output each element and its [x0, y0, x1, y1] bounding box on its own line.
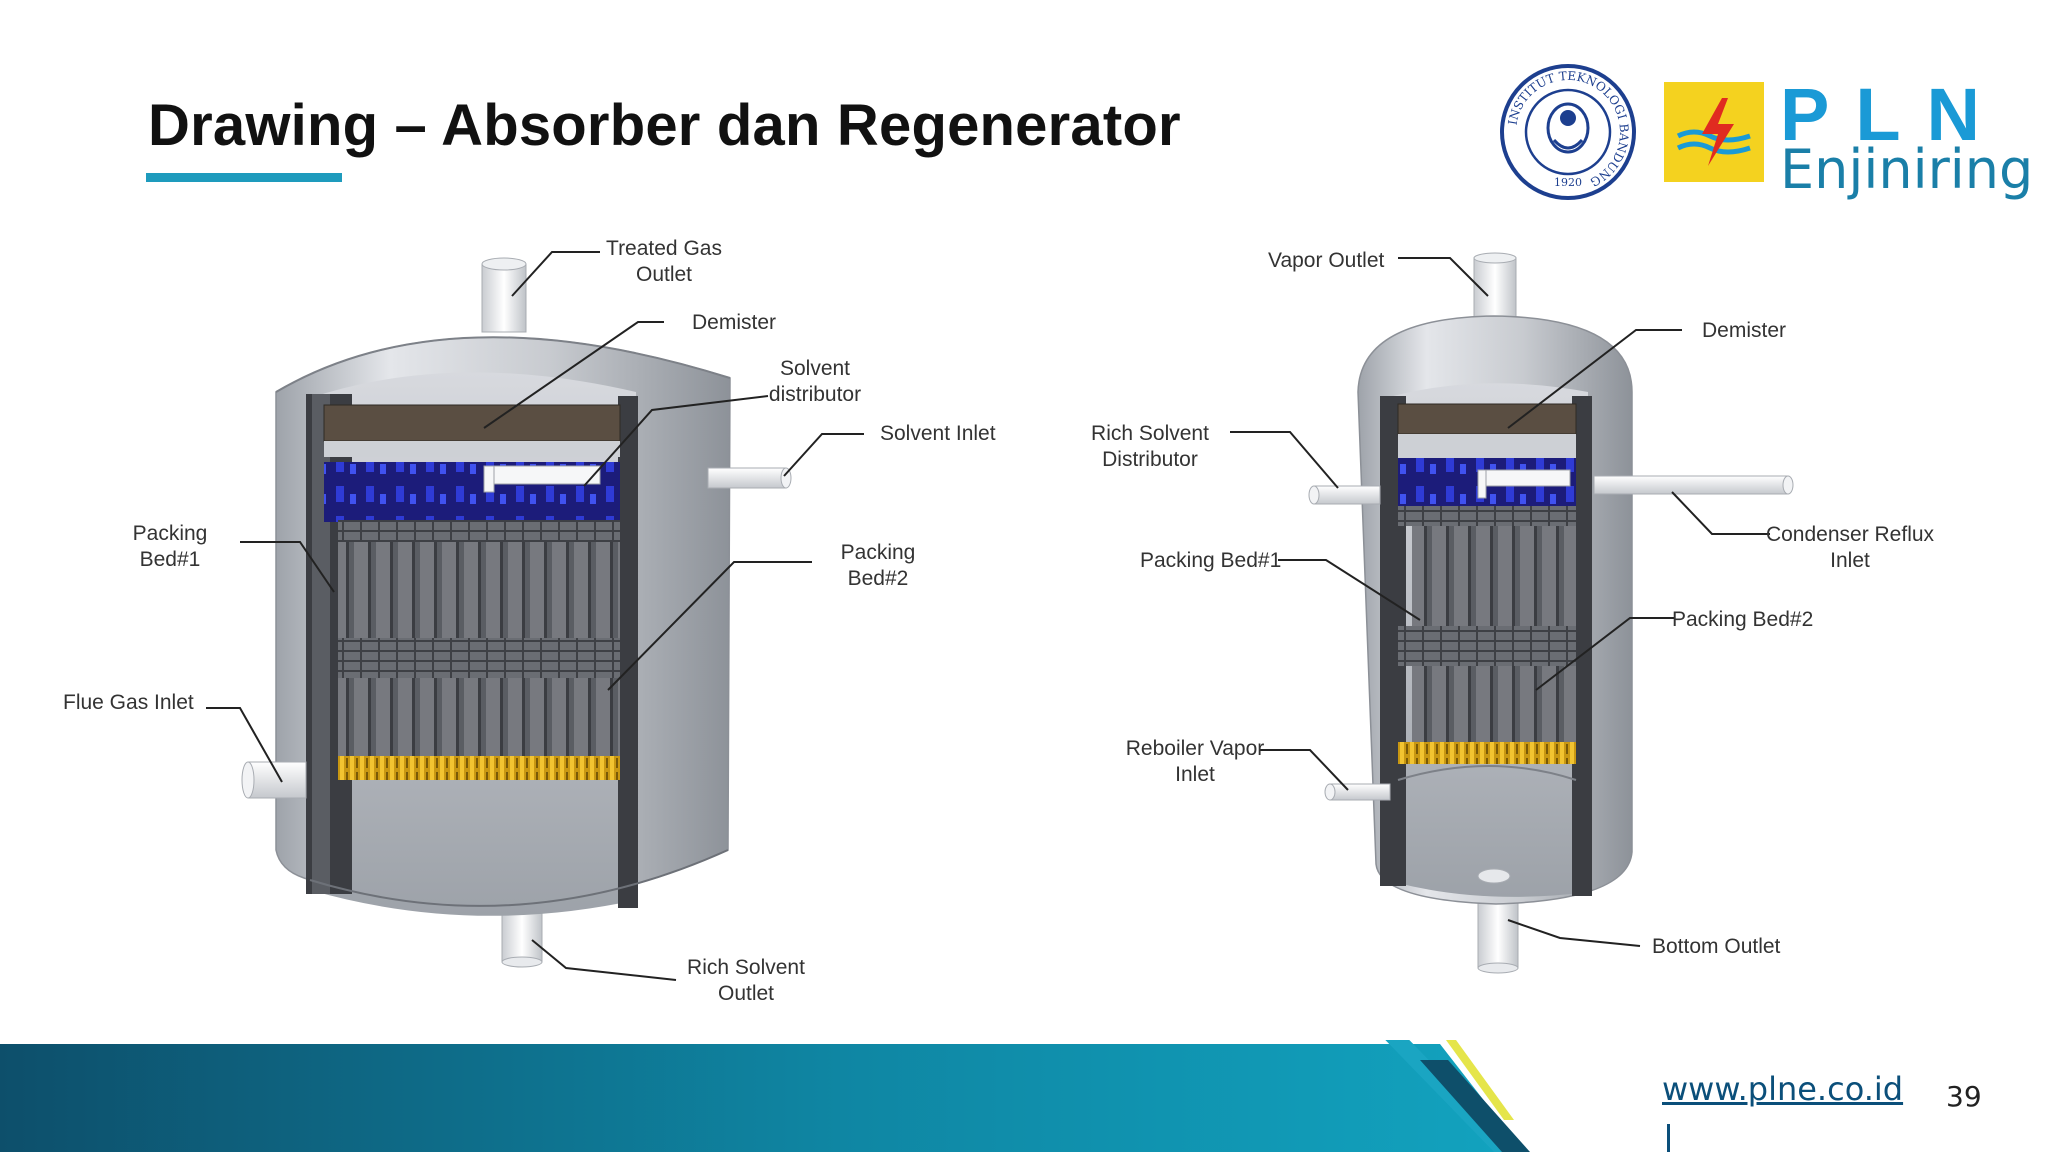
label-bottom-outlet: Bottom Outlet	[1652, 935, 1781, 958]
title-underline	[146, 173, 342, 182]
pln-wordmark: PLN	[1780, 73, 2006, 156]
label-regenerator-packing-bed-2: Packing Bed#2	[1672, 608, 1814, 631]
label-vapor-outlet: Vapor Outlet	[1268, 249, 1385, 272]
slide-title: Drawing – Absorber dan Regenerator	[148, 93, 1181, 158]
regenerator-vessel	[1308, 252, 1794, 974]
enjiniring-wordmark: Enjiniring	[1780, 138, 2034, 201]
text-cursor	[1667, 1124, 1670, 1152]
itb-year: 1920	[1554, 176, 1582, 189]
absorber-vessel	[241, 257, 792, 968]
label-solvent-inlet: Solvent Inlet	[880, 422, 996, 445]
itb-logo: INSTITUT TEKNOLOGI BANDUNG 1920	[1500, 64, 1636, 200]
absorber-leaders	[206, 251, 864, 981]
label-flue-gas-inlet: Flue Gas Inlet	[63, 691, 194, 714]
footer-band	[0, 1040, 1530, 1152]
label-regenerator-packing-bed-1: Packing Bed#1	[1140, 549, 1282, 572]
regenerator-leaders	[1230, 257, 1770, 947]
label-regenerator-demister: Demister	[1702, 319, 1787, 342]
website-link[interactable]: www.plne.co.id	[1662, 1070, 1904, 1108]
page-number: 39	[1946, 1080, 1982, 1113]
pln-logo-mark	[1664, 82, 1764, 182]
label-absorber-demister: Demister	[691, 311, 776, 334]
